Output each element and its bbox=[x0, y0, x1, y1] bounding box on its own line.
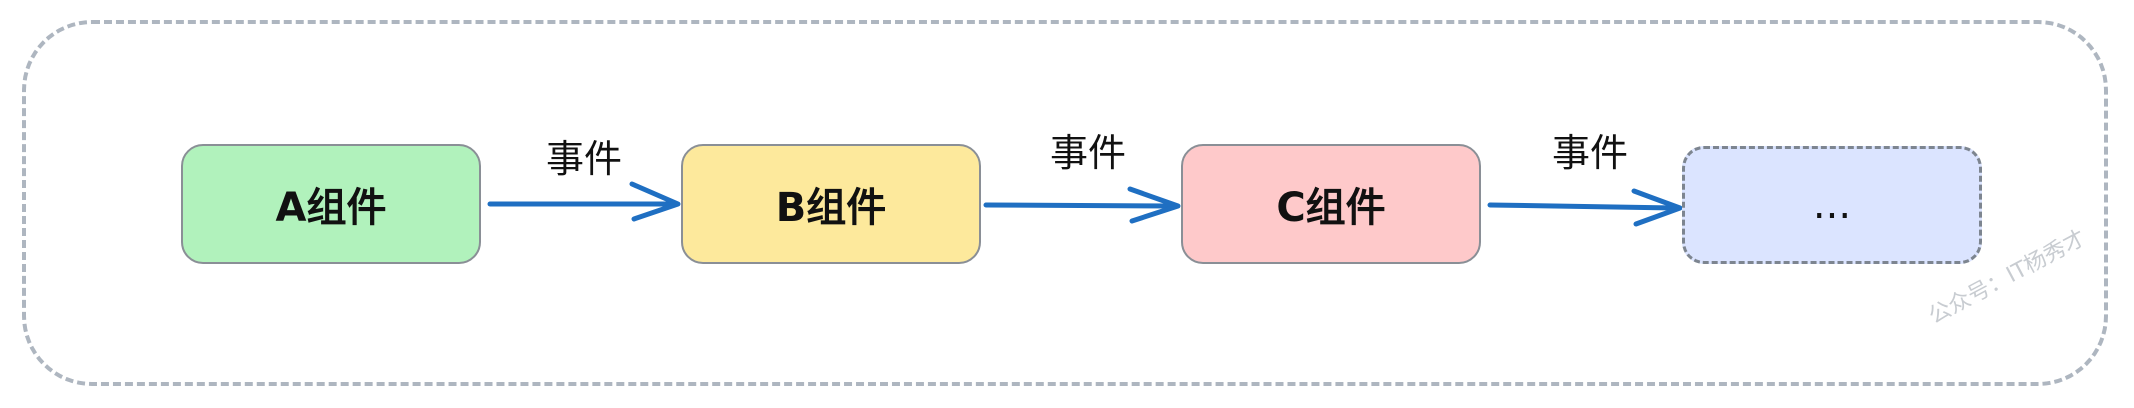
node-b-label: B组件 bbox=[775, 185, 887, 231]
edge-label-b-c: 事件 bbox=[1050, 131, 1127, 175]
node-c-label: C组件 bbox=[1276, 185, 1386, 231]
edge-arrow-b-c bbox=[983, 186, 1181, 224]
edge-label-a-b: 事件 bbox=[546, 137, 623, 181]
node-a-component: A组件 bbox=[181, 144, 481, 264]
node-a-label: A组件 bbox=[275, 185, 387, 231]
edge-label-c-more: 事件 bbox=[1552, 131, 1629, 175]
node-more-label: ... bbox=[1812, 182, 1852, 228]
node-c-component: C组件 bbox=[1181, 144, 1481, 264]
edge-arrow-c-more bbox=[1487, 188, 1683, 227]
node-b-component: B组件 bbox=[681, 144, 981, 264]
edge-arrow-a-b bbox=[487, 181, 681, 222]
node-more-components: ... bbox=[1682, 146, 1982, 264]
outer-dashed-frame bbox=[22, 20, 2108, 386]
